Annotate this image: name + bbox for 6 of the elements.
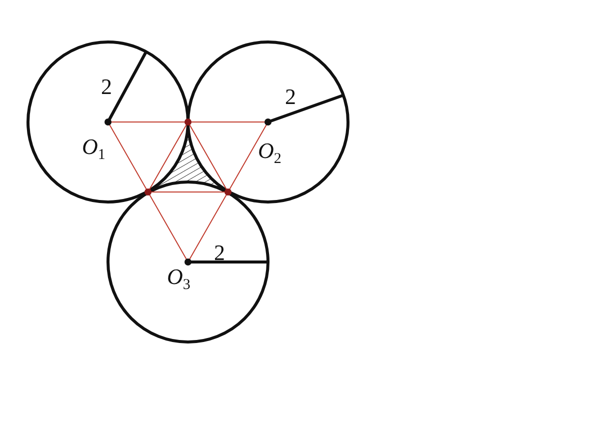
radius-label: 2 (101, 76, 112, 98)
center-label: O$_{3}$ (167, 266, 190, 293)
center-label: O$_{1}$ (82, 136, 106, 163)
radius-label: 2 (214, 242, 225, 264)
center-label: O$_{2}$ (258, 140, 282, 167)
radius-label: 2 (285, 86, 296, 108)
